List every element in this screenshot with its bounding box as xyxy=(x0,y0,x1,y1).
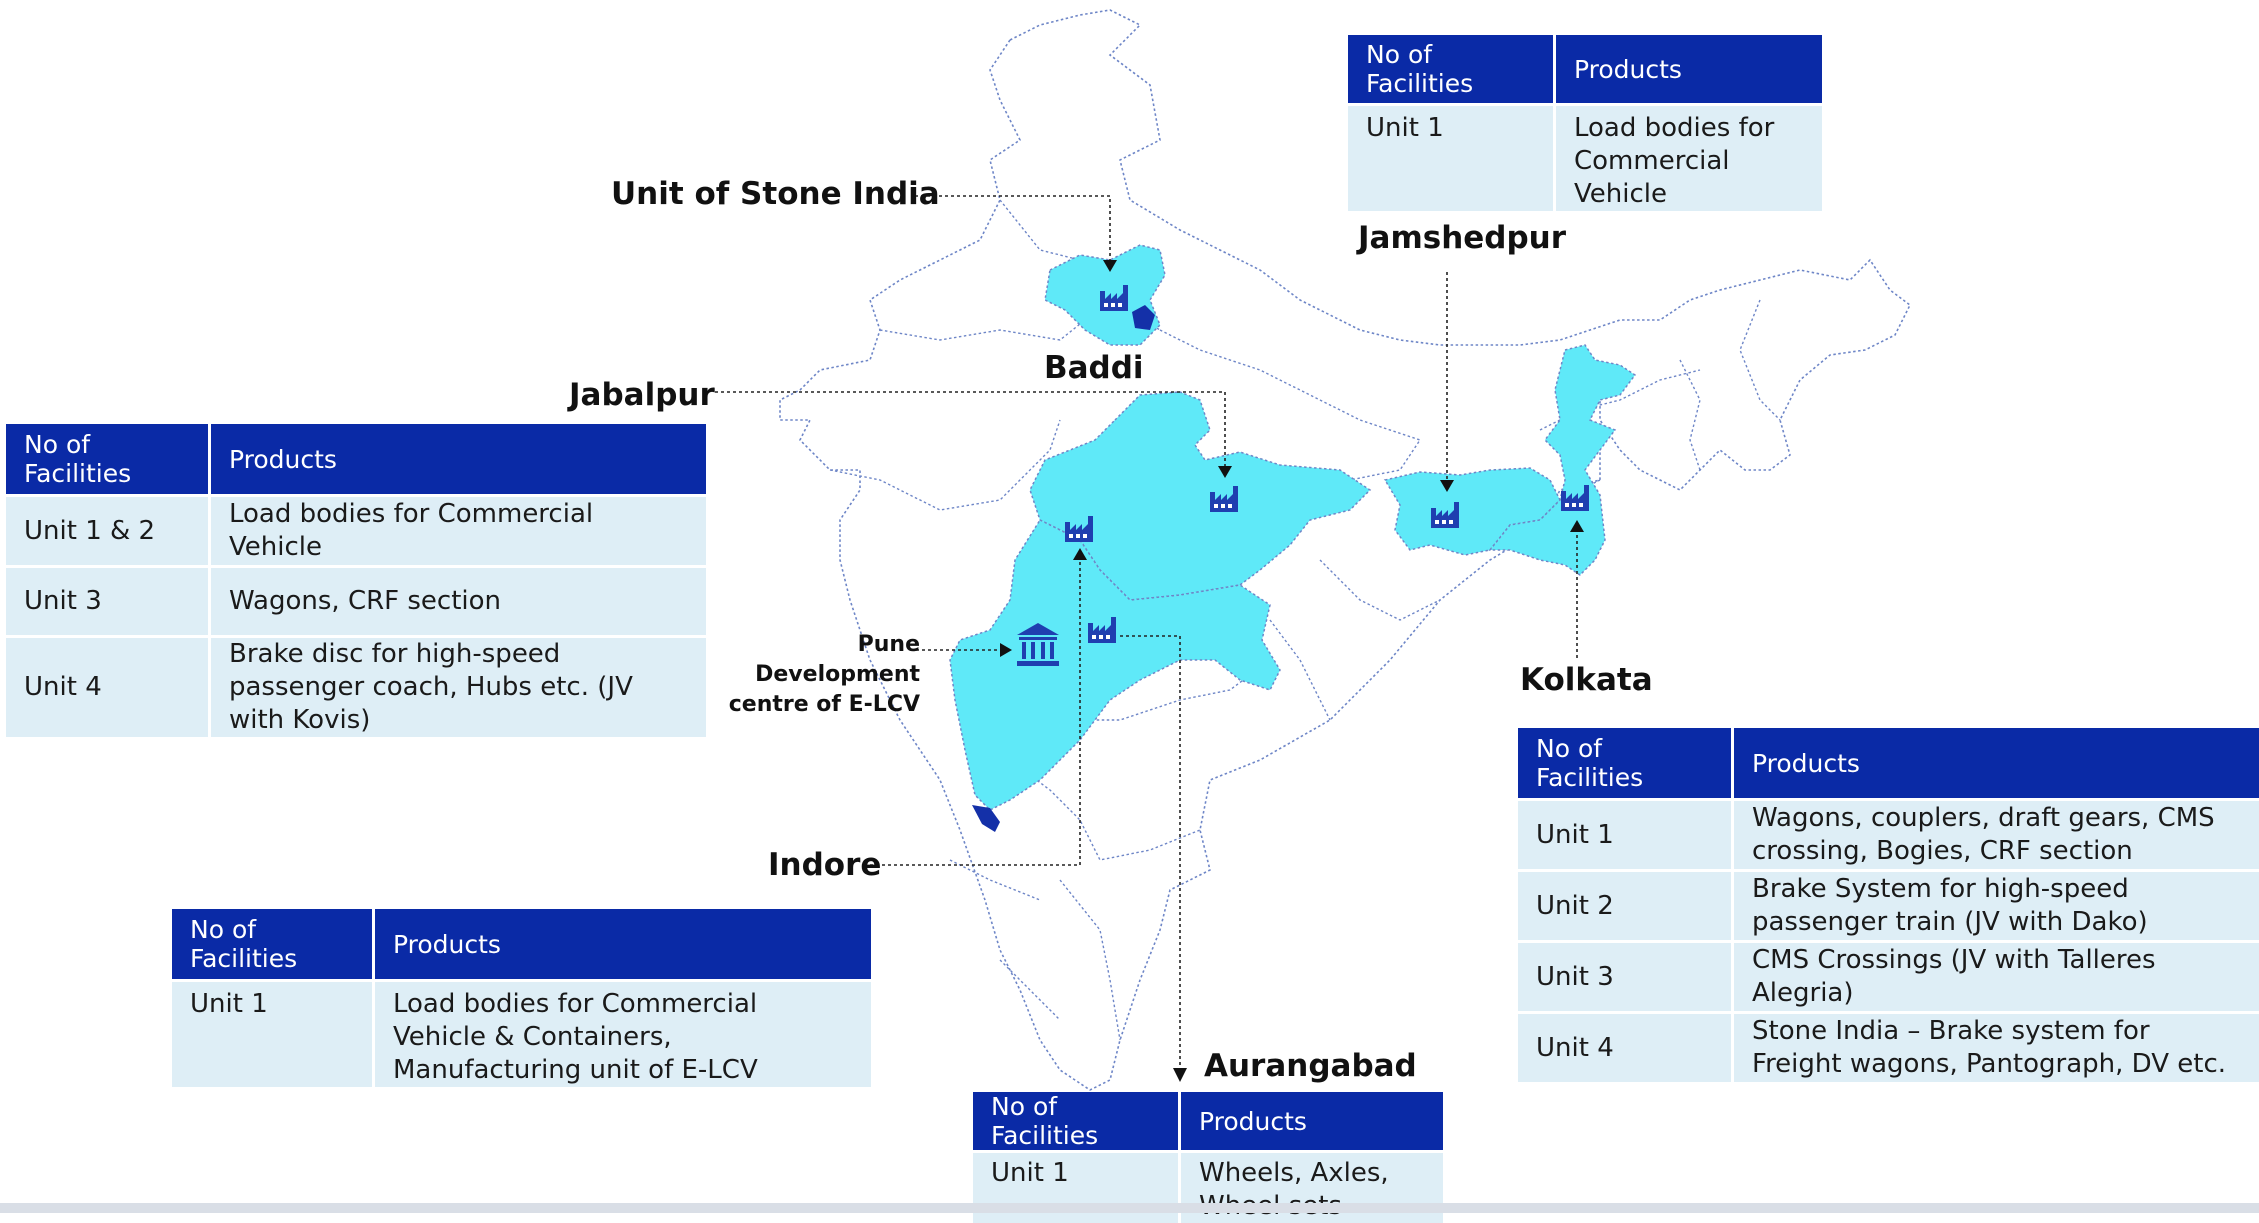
product-cell: Wagons, couplers, draft gears, CMS cross… xyxy=(1734,798,2259,869)
header-products: Products xyxy=(1181,1092,1443,1150)
facility-cell: Unit 4 xyxy=(1518,1011,1734,1082)
facility-cell: Unit 3 xyxy=(6,565,211,635)
pune-line-2: Development xyxy=(755,662,920,687)
arrow-heads xyxy=(1000,260,1584,1082)
table-indore: No of Facilities Products Unit 1 Load bo… xyxy=(172,909,871,1087)
header-products: Products xyxy=(1734,728,2259,798)
state-maharashtra xyxy=(949,519,1281,811)
header-products: Products xyxy=(1556,35,1822,103)
header-products: Products xyxy=(211,424,706,494)
label-kolkata: Kolkata xyxy=(1520,662,1653,698)
facility-cell: Unit 1 xyxy=(172,979,375,1087)
leader-lines xyxy=(715,195,1578,1070)
pune-line-3: centre of E-LCV xyxy=(728,692,920,717)
table-row: Unit 4 Brake disc for high-speed passeng… xyxy=(6,635,706,737)
label-indore: Indore xyxy=(768,847,882,883)
label-jamshedpur: Jamshedpur xyxy=(1358,220,1567,256)
header-facilities: No of Facilities xyxy=(6,424,211,494)
table-jabalpur: No of Facilities Products Unit 1 & 2 Loa… xyxy=(6,424,706,737)
bottom-divider xyxy=(0,1203,2259,1213)
table-row: Unit 3 Wagons, CRF section xyxy=(6,565,706,635)
label-jabalpur: Jabalpur xyxy=(569,377,715,413)
state-west-bengal xyxy=(1488,344,1637,576)
table-row: Unit 1 Wagons, couplers, draft gears, CM… xyxy=(1518,798,2259,869)
facility-cell: Unit 1 xyxy=(1348,103,1556,211)
table-kolkata: No of Facilities Products Unit 1 Wagons,… xyxy=(1518,728,2259,1082)
india-outline xyxy=(779,9,1912,1091)
product-cell: Load bodies for Commercial Vehicle xyxy=(211,494,706,565)
label-stone-india: Unit of Stone India xyxy=(611,176,940,212)
table-row: Unit 3 CMS Crossings (JV with Talleres A… xyxy=(1518,940,2259,1011)
product-cell: Load bodies for Commercial Vehicle & Con… xyxy=(375,979,871,1087)
table-row: Unit 1 & 2 Load bodies for Commercial Ve… xyxy=(6,494,706,565)
label-baddi: Baddi xyxy=(1044,350,1144,386)
product-cell: Stone India – Brake system for Freight w… xyxy=(1734,1011,2259,1082)
label-pune: Pune Development centre of E-LCV xyxy=(700,630,920,720)
facility-cell: Unit 1 xyxy=(1518,798,1734,869)
product-cell: Brake disc for high-speed passenger coac… xyxy=(211,635,706,737)
state-goa xyxy=(972,805,1000,832)
header-products: Products xyxy=(375,909,871,979)
header-facilities: No of Facilities xyxy=(973,1092,1181,1150)
table-row: Unit 1 Load bodies for Commercial Vehicl… xyxy=(1348,103,1822,211)
label-aurangabad: Aurangabad xyxy=(1204,1048,1417,1084)
product-cell: Load bodies for Commercial Vehicle xyxy=(1556,103,1822,211)
table-row: Unit 2 Brake System for high-speed passe… xyxy=(1518,869,2259,940)
header-facilities: No of Facilities xyxy=(172,909,375,979)
state-uttarakhand-dot xyxy=(1132,305,1155,330)
product-cell: Wagons, CRF section xyxy=(211,565,706,635)
table-row: Unit 1 Load bodies for Commercial Vehicl… xyxy=(172,979,871,1087)
product-cell: CMS Crossings (JV with Talleres Alegria) xyxy=(1734,940,2259,1011)
product-cell: Brake System for high-speed passenger tr… xyxy=(1734,869,2259,940)
facility-cell: Unit 2 xyxy=(1518,869,1734,940)
facility-cell: Unit 4 xyxy=(6,635,211,737)
header-facilities: No of Facilities xyxy=(1518,728,1734,798)
pune-line-1: Pune xyxy=(857,632,920,657)
institution-icon xyxy=(1017,623,1059,666)
state-mp xyxy=(1029,391,1372,601)
table-row: Unit 4 Stone India – Brake system for Fr… xyxy=(1518,1011,2259,1082)
table-jamshedpur: No of Facilities Products Unit 1 Load bo… xyxy=(1348,35,1822,211)
facility-cell: Unit 3 xyxy=(1518,940,1734,1011)
facility-cell: Unit 1 & 2 xyxy=(6,494,211,565)
header-facilities: No of Facilities xyxy=(1348,35,1556,103)
